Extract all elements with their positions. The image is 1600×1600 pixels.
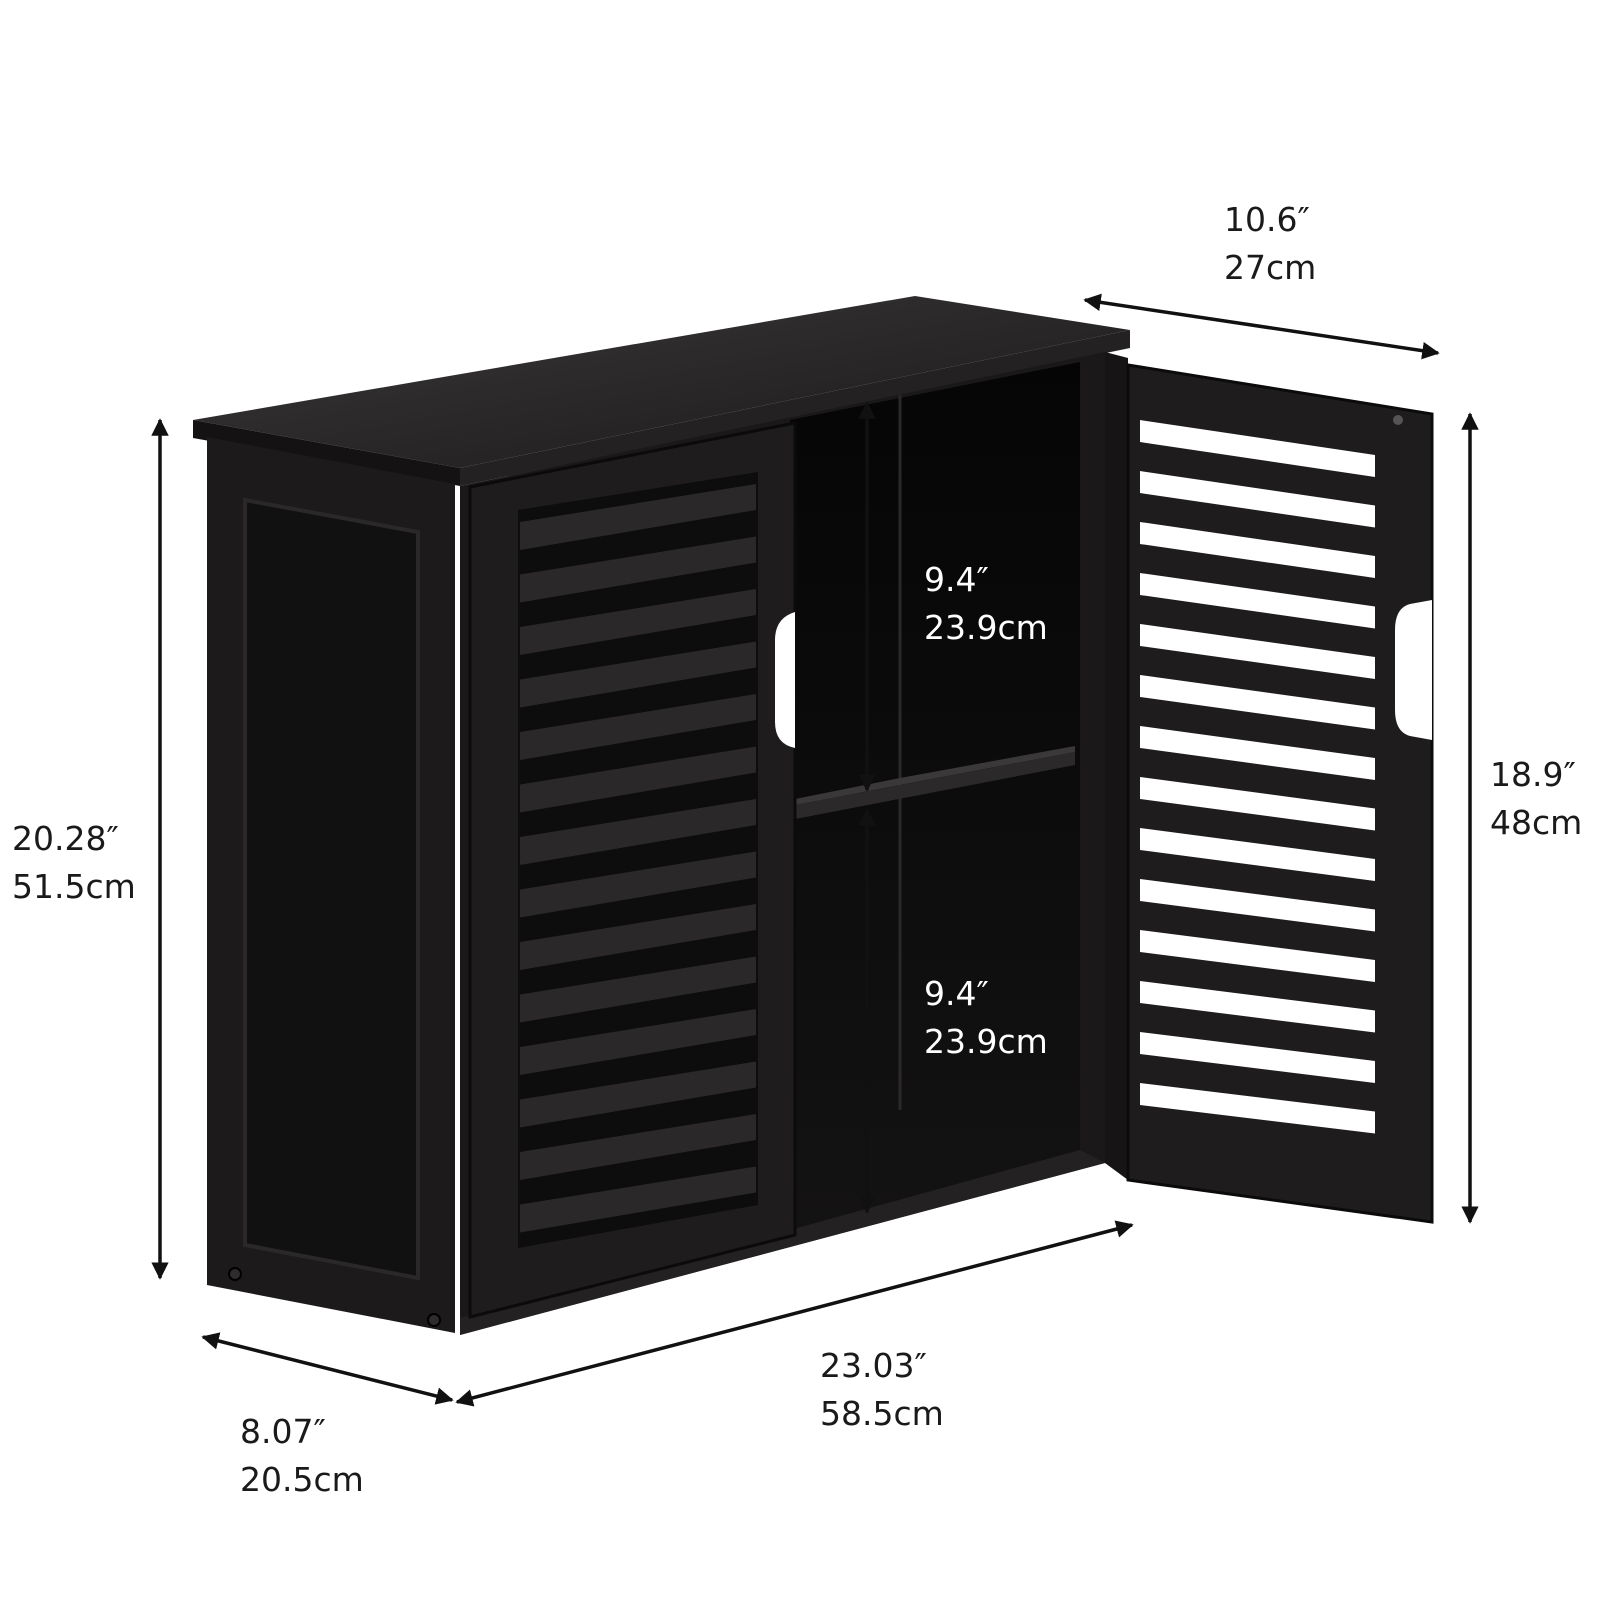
left-height-label: 20.28″ 51.5cm: [12, 815, 136, 911]
louver-gap: [1140, 777, 1375, 831]
louver-slat: [520, 536, 756, 603]
left-height-inch: 20.28″: [12, 819, 119, 858]
lower-compartment-cm: 23.9cm: [924, 1022, 1048, 1061]
left-height-cm: 51.5cm: [12, 867, 136, 906]
top-depth-inch: 10.6″: [1224, 200, 1310, 239]
screw-icon: [228, 1267, 242, 1281]
front-width-label: 23.03″ 58.5cm: [820, 1342, 944, 1438]
top-depth-label: 10.6″ 27cm: [1224, 196, 1316, 292]
louver-gap: [1140, 624, 1375, 679]
louver-gap: [1140, 1083, 1375, 1134]
side-depth-label: 8.07″ 20.5cm: [240, 1408, 364, 1504]
louver-slat: [520, 851, 756, 918]
hinge-screw-icon: [1393, 415, 1403, 425]
upper-compartment-label: 9.4″ 23.9cm: [924, 556, 1048, 652]
louver-gap: [1140, 879, 1375, 932]
louver-gap: [1140, 726, 1375, 780]
door-handle-notch: [1395, 600, 1432, 740]
louver-slat: [520, 956, 756, 1023]
louver-slat: [520, 641, 756, 708]
left-door-louvers: [520, 484, 756, 1233]
cabinet-top-right-edge: [460, 330, 1130, 486]
louver-gap: [1140, 420, 1375, 477]
cabinet-side-inset: [243, 497, 420, 1281]
left-door: [468, 421, 797, 1319]
upper-compartment-inch: 9.4″: [924, 560, 989, 599]
louver-slat: [520, 484, 756, 550]
louver-slat: [520, 746, 756, 813]
louver-slat: [520, 694, 756, 760]
louver-slat: [520, 1114, 756, 1180]
louver-gap: [1140, 981, 1375, 1033]
side-depth-inch: 8.07″: [240, 1412, 326, 1451]
louver-slat: [520, 1166, 756, 1233]
cabinet-shelf: [790, 752, 1075, 820]
louver-gap: [1140, 1032, 1375, 1083]
door-handle-notch: [775, 612, 795, 748]
louver-gap: [1140, 930, 1375, 982]
front-width-inch: 23.03″: [820, 1346, 927, 1385]
right-door: [1105, 352, 1434, 1224]
side-depth-cm: 20.5cm: [240, 1460, 364, 1499]
front-width-arrow: [455, 1220, 1134, 1407]
louver-slat: [520, 1009, 756, 1075]
louver-slat: [520, 1061, 756, 1128]
upper-compartment-cm: 23.9cm: [924, 608, 1048, 647]
front-width-cm: 58.5cm: [820, 1394, 944, 1433]
lower-compartment-label: 9.4″ 23.9cm: [924, 970, 1048, 1066]
louver-slat: [520, 904, 756, 970]
top-depth-cm: 27cm: [1224, 248, 1317, 287]
top-depth-arrow: [1083, 293, 1440, 360]
louver-slat: [520, 589, 756, 655]
louver-slat: [520, 799, 756, 865]
louver-gap: [1140, 675, 1375, 730]
door-height-label: 18.9″ 48cm: [1490, 751, 1582, 847]
cabinet-top-front-edge: [193, 420, 460, 486]
louver-gap: [1140, 573, 1375, 629]
louver-gap: [1140, 522, 1375, 578]
screw-icon: [427, 1313, 441, 1327]
dimension-arrows: [151, 293, 1479, 1407]
cabinet-picture: [193, 296, 1434, 1335]
louver-gap: [1140, 828, 1375, 881]
lower-compartment-inch: 9.4″: [924, 974, 989, 1013]
door-height-inch: 18.9″: [1490, 755, 1576, 794]
side-depth-arrow: [201, 1332, 454, 1405]
louver-gap: [1140, 471, 1375, 528]
right-door-louvers: [1140, 420, 1375, 1134]
cabinet-top-board: [193, 296, 1130, 468]
door-height-cm: 48cm: [1490, 803, 1583, 842]
